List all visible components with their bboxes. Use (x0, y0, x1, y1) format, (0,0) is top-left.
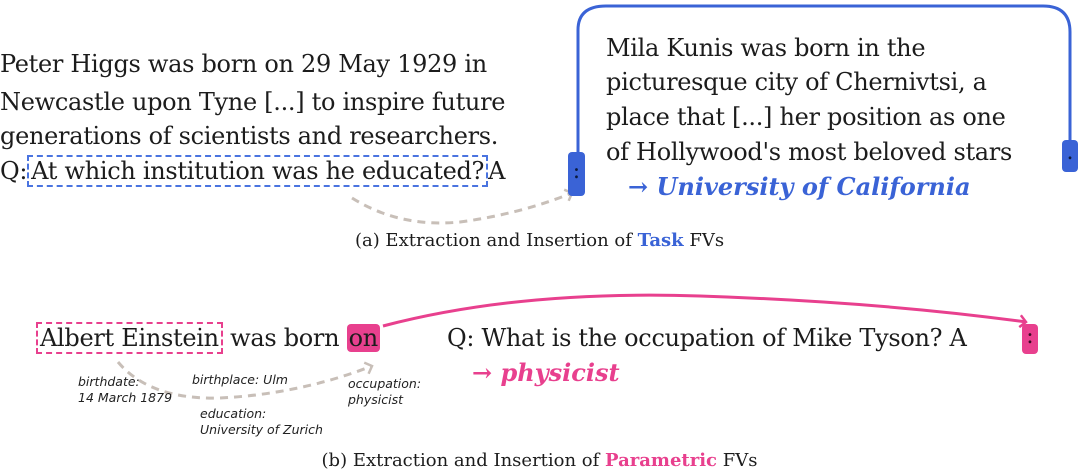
caption-b-highlight: Parametric (605, 450, 717, 471)
task-question-line: Q:At which institution was he educated?A (0, 155, 505, 187)
task-context-line-3: generations of scientists and researcher… (0, 122, 499, 150)
attr-occupation-value: physicist (348, 392, 403, 407)
caption-b: (b) Extraction and Insertion of Parametr… (0, 450, 1079, 471)
attr-education-label: education: (200, 406, 267, 421)
attr-birthdate-value: 14 March 1879 (78, 390, 173, 405)
target-context-line-4: of Hollywood's most beloved stars (606, 138, 1012, 166)
caption-b-prefix: (b) Extraction and Insertion of (321, 450, 606, 471)
caption-a-highlight: Task (637, 230, 684, 251)
parametric-source-token: on (346, 324, 380, 352)
task-target-token: . (1062, 140, 1078, 172)
parametric-target-token-label: : (1026, 324, 1034, 349)
attr-occupation: occupation: physicist (348, 376, 421, 408)
caption-a-prefix: (a) Extraction and Insertion of (354, 230, 638, 251)
task-context-line-1: Peter Higgs was born on 29 May 1929 in (0, 50, 487, 78)
attr-birthdate: birthdate: 14 March 1879 (78, 374, 172, 406)
parametric-target-token: : (1022, 324, 1038, 354)
attr-birthdate-label: birthdate: (78, 374, 140, 389)
task-transfer-arrow (576, 4, 1076, 162)
target-context-line-3: place that [...] her position as one (606, 103, 1006, 131)
parametric-transfer-arrow (382, 293, 1028, 329)
target-context-line-2: picturesque city of Chernivtsi, a (606, 68, 987, 96)
attr-education-value: University of Zurich (200, 422, 323, 437)
caption-a: (a) Extraction and Insertion of Task FVs (0, 230, 1079, 251)
subject-box: Albert Einstein (36, 322, 223, 354)
task-extract-arrow (351, 188, 574, 225)
task-context-line-2: Newcastle upon Tyne [...] to inspire fut… (0, 88, 506, 116)
question-prefix: Q: (0, 157, 28, 185)
attr-occupation-label: occupation: (348, 376, 422, 391)
attr-birthplace: birthplace: Ulm (192, 372, 288, 387)
target-context-line-1: Mila Kunis was born in the (606, 34, 926, 62)
task-question-box: At which institution was he educated? (27, 155, 489, 187)
parametric-target-question: Q: What is the occupation of Mike Tyson?… (447, 324, 967, 352)
source-middle-text: was born (230, 324, 340, 352)
parametric-result: → physicist (472, 358, 620, 387)
task-result: → University of California (628, 172, 971, 201)
parametric-extract-arrow (116, 361, 374, 400)
task-source-token: : (568, 152, 585, 196)
attr-education: education: University of Zurich (200, 406, 323, 438)
caption-b-suffix: FVs (717, 450, 758, 471)
task-source-token-label: : (572, 159, 581, 184)
task-target-token-label: . (1066, 140, 1074, 165)
parametric-source-line: Albert Einstein was born on (36, 322, 380, 354)
caption-a-suffix: FVs (683, 230, 725, 251)
answer-prefix: A (488, 157, 506, 185)
